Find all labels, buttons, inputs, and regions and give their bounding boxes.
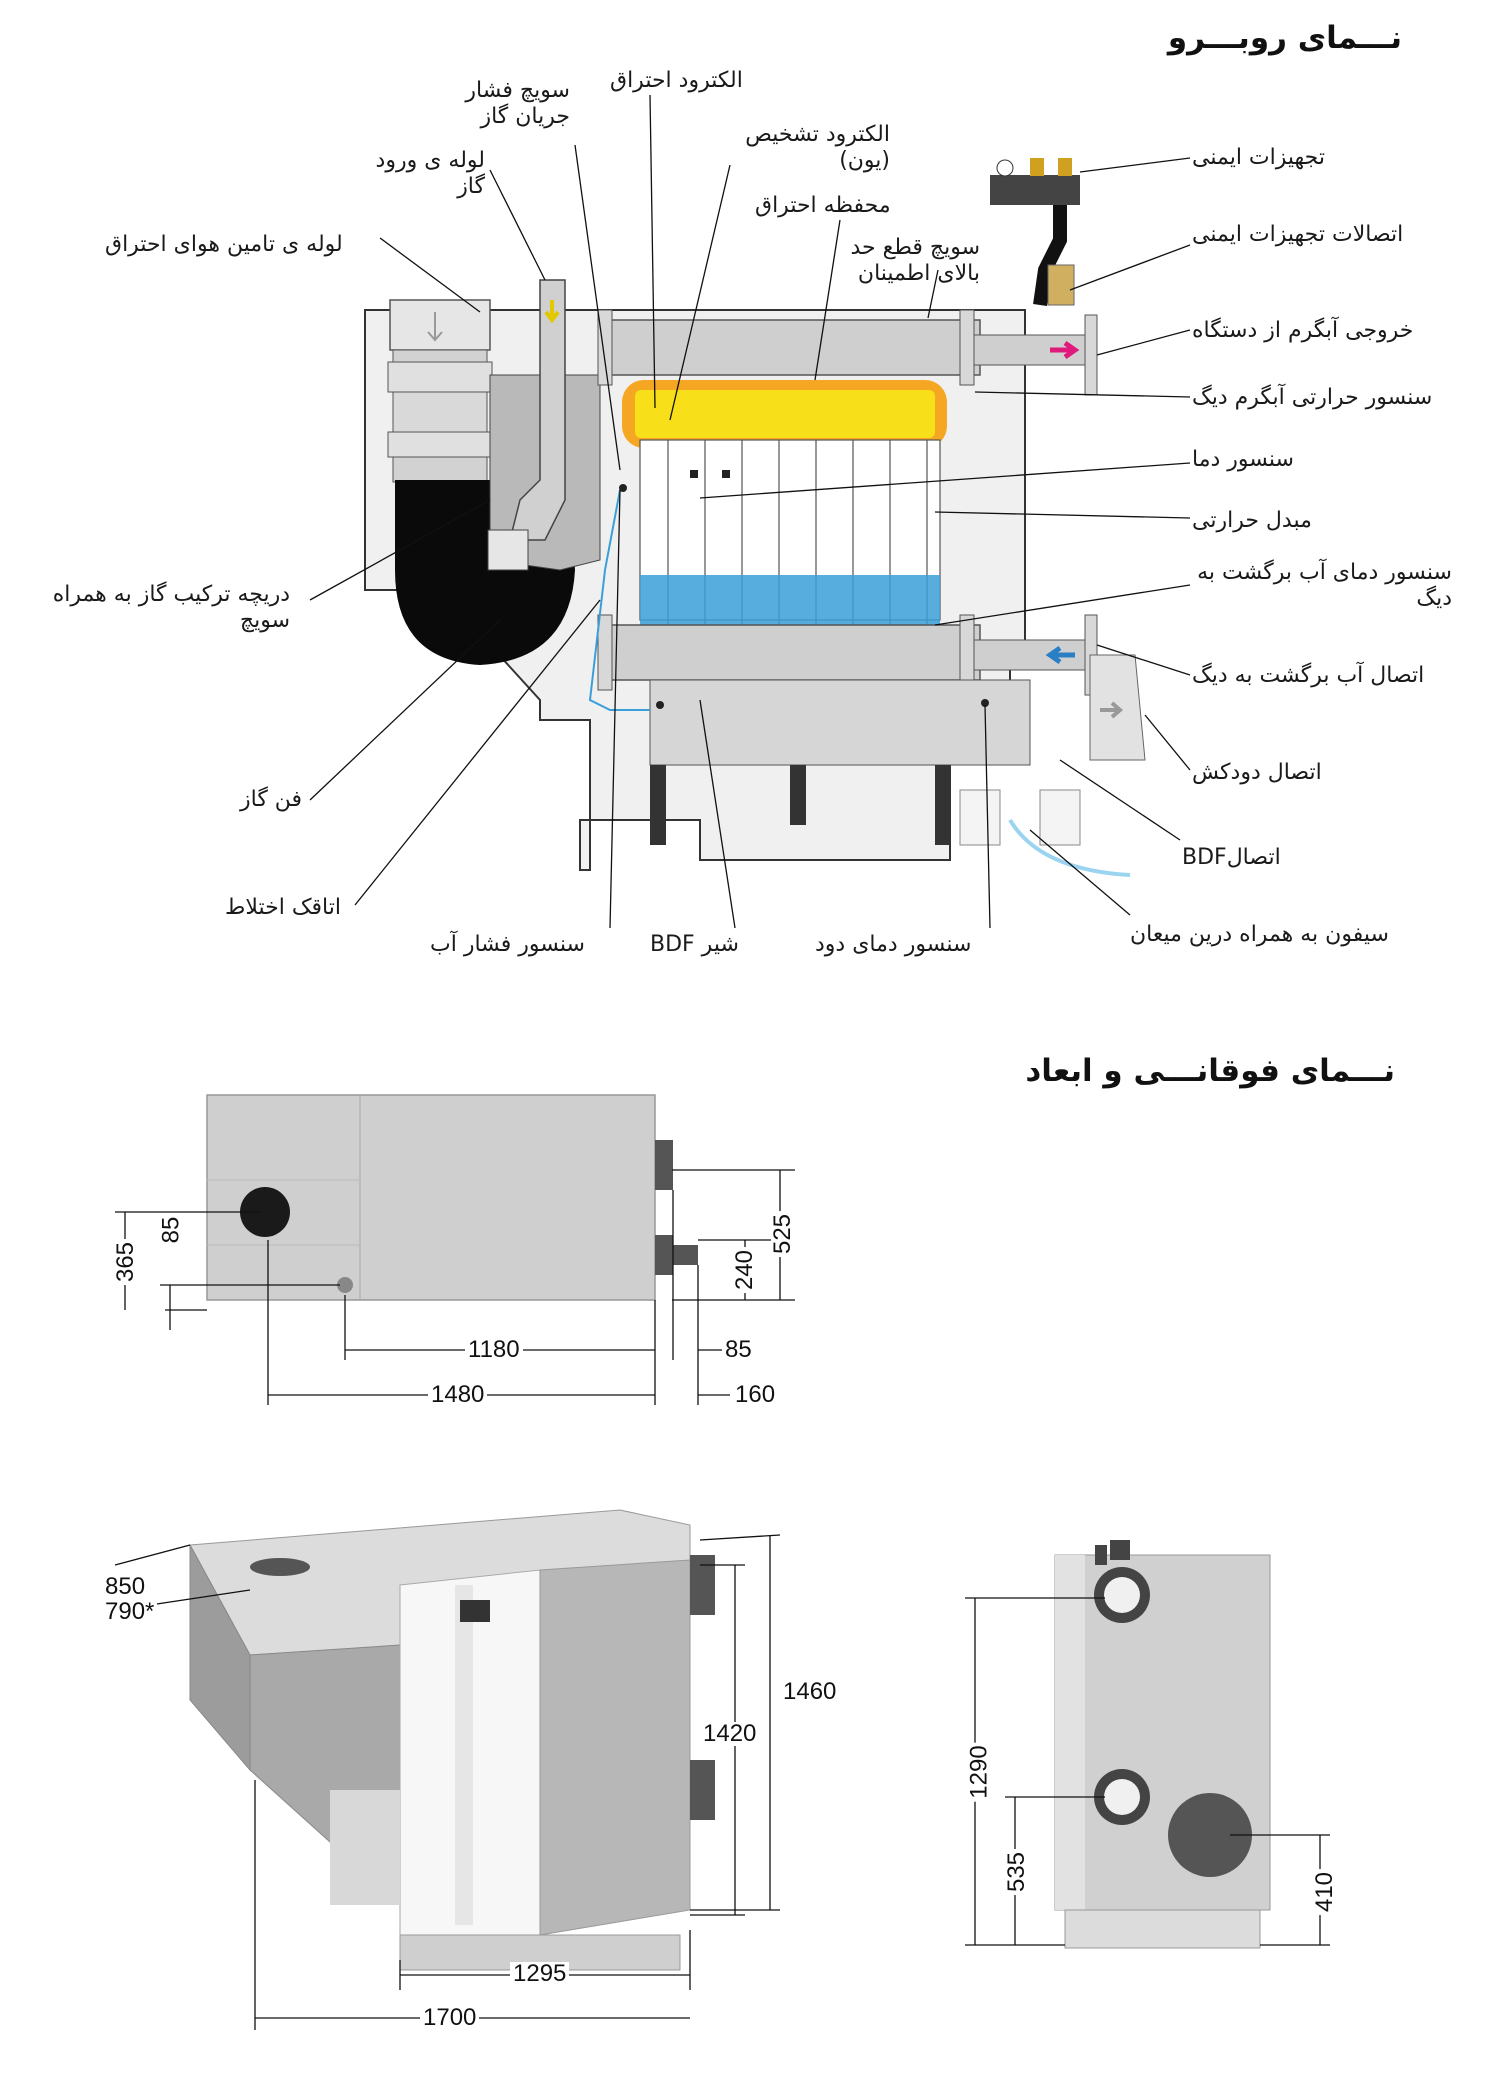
bottom-header-pipe	[597, 614, 1098, 696]
dim-85-right: 85	[722, 1338, 755, 1362]
label-ignition-electrode: الکترود احتراق	[610, 68, 743, 93]
label-combustion-air-pipe: لوله ی تامین هوای احتراق	[105, 232, 343, 257]
dim-790: 790*	[102, 1600, 158, 1624]
side-body	[1054, 1540, 1271, 1949]
siphon	[959, 789, 1081, 846]
dim-525: 525	[769, 1210, 796, 1258]
label-gas-fan: فن گاز	[240, 787, 303, 812]
dim-535: 535	[1003, 1848, 1030, 1896]
label-safety-equipment: تجهیزات ایمنی	[1192, 145, 1325, 170]
label-bdf-connection: اتصالBDF	[1182, 845, 1281, 870]
label-hot-water-sensor: سنسور حرارتی آبگرم دیگ	[1192, 385, 1433, 410]
air-intake-pipe	[387, 299, 493, 483]
dim-1290: 1290	[966, 1742, 993, 1802]
dim-410: 410	[1311, 1868, 1338, 1916]
front-view-diagram	[309, 94, 1191, 929]
label-combustion-chamber: محفظه احتراق	[755, 193, 891, 218]
label-gas-inlet-pipe: لوله ی ورود گاز	[375, 148, 485, 199]
label-mixing-chamber: اتاقک اختلاط	[225, 895, 341, 920]
dim-365: 365	[112, 1238, 139, 1286]
condensate-tray	[649, 679, 1031, 766]
label-bdf-valve: شیر BDF	[650, 932, 739, 957]
label-water-pressure-sensor: سنسور فشار آب	[430, 932, 585, 957]
top-view-vent	[240, 1187, 290, 1237]
top-view-body	[206, 1094, 698, 1301]
label-return-temp-sensor: سنسور دمای آب برگشت به دیگ	[1197, 560, 1452, 611]
label-hot-water-outlet: خروجی آبگرم از دستگاه	[1192, 318, 1414, 343]
dim-1180: 1180	[465, 1338, 523, 1362]
label-temp-sensor: سنسور دما	[1192, 447, 1294, 472]
top-view-title: نـــمای فوقانـــی و ابعاد	[1025, 1053, 1395, 1089]
dim-1420: 1420	[700, 1722, 760, 1746]
label-safety-fittings: اتصالات تجهیزات ایمنی	[1192, 222, 1404, 247]
top-header-pipe	[597, 309, 1098, 396]
label-heat-exchanger: مبدل حرارتی	[1192, 508, 1312, 533]
dim-160: 160	[732, 1383, 779, 1407]
dim-850: 850	[102, 1575, 149, 1599]
safety-equipment	[990, 158, 1080, 306]
iso-front-panel	[399, 1569, 541, 1936]
label-gas-mixing-damper: دریچه ترکیب گاز به همراه سویچ	[52, 582, 290, 633]
leader-lines	[309, 94, 1191, 929]
dim-1295: 1295	[510, 1962, 570, 1986]
dim-1460: 1460	[780, 1680, 840, 1704]
front-view-title: نـــمای روبـــرو	[1167, 20, 1402, 56]
label-flue-temp-sensor: سنسور دمای دود	[815, 932, 972, 957]
label-flue-connection: اتصال دودکش	[1192, 760, 1322, 785]
label-return-connection: اتصال آب برگشت به دیگ	[1192, 663, 1425, 688]
side-flue-outlet	[1168, 1793, 1252, 1877]
label-gas-pressure-switch: سویچ فشار جریان گاز	[465, 78, 570, 129]
dim-1480: 1480	[428, 1383, 488, 1407]
label-siphon: سیفون به همراه درین میعان	[1130, 922, 1389, 947]
water-section	[640, 575, 940, 625]
combustion-flame	[635, 390, 935, 438]
iso-body	[189, 1509, 715, 1971]
dim-1700: 1700	[420, 2006, 480, 2030]
label-high-limit-switch: سویچ قطع حد بالای اطمینان	[850, 235, 980, 286]
label-ionization-electrode: الکترود تشخیص (یون)	[745, 122, 890, 173]
dim-240: 240	[731, 1246, 758, 1294]
dim-85-left: 85	[157, 1213, 184, 1247]
